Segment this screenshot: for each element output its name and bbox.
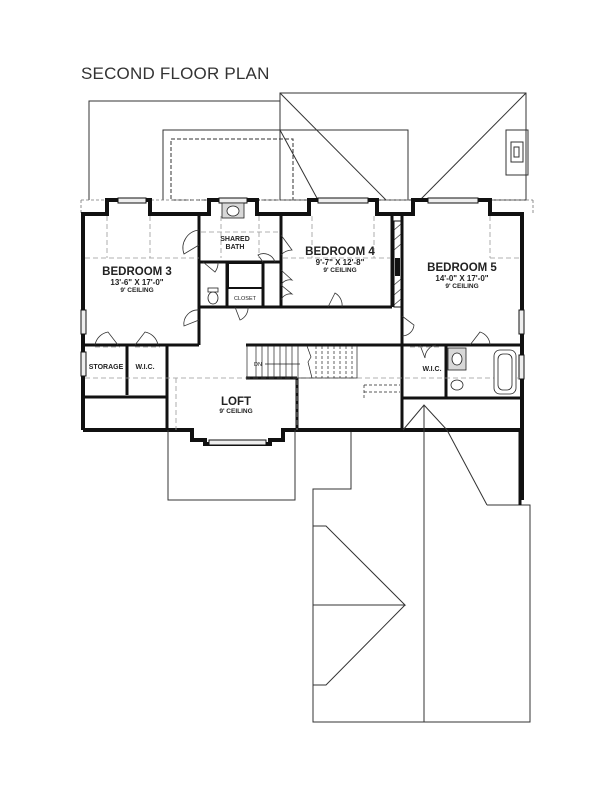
chimney-chase	[393, 220, 402, 308]
bathroom-fixtures	[207, 202, 517, 395]
upper-roof-outlines	[88, 92, 529, 201]
dashed-ceiling-lines	[85, 216, 520, 430]
room-ceiling: 9' CEILING	[445, 283, 479, 290]
room-name-line2: BATH	[225, 244, 245, 251]
room-storage: STORAGE	[88, 364, 124, 371]
room-closet: CLOSET	[233, 296, 257, 302]
room-loft: LOFT 9' CEILING	[219, 396, 252, 416]
room-shared-bath: SHARED BATH	[220, 236, 250, 252]
room-wic-right: W.I.C.	[422, 366, 442, 373]
plan-title: SECOND FLOOR PLAN	[81, 64, 270, 83]
room-name: LOFT	[220, 396, 252, 408]
room-name-line1: SHARED	[220, 236, 250, 243]
room-name: BEDROOM 5	[427, 262, 497, 274]
room-bedroom-4: BEDROOM 4 9'-7" X 12'-8" 9' CEILING	[305, 246, 375, 275]
room-dimensions: 14'-0" X 17'-0"	[435, 274, 489, 283]
dashed-overhang	[170, 138, 294, 201]
room-dimensions: 13'-6" X 17'-0"	[110, 278, 164, 287]
room-ceiling: 9' CEILING	[323, 267, 357, 274]
room-bedroom-5: BEDROOM 5 14'-0" X 17'-0" 9' CEILING	[427, 262, 497, 291]
room-ceiling: 9' CEILING	[219, 408, 253, 415]
door-swings	[94, 229, 491, 359]
room-wic-left: W.I.C.	[135, 364, 155, 371]
stair-direction-label: DN	[254, 362, 262, 368]
staircase	[246, 345, 400, 398]
room-bedroom-3: BEDROOM 3 13'-6" X 17'-0" 9' CEILING	[102, 266, 172, 295]
room-name: BEDROOM 4	[305, 246, 375, 258]
lower-roof-outlines	[167, 404, 531, 723]
windows	[80, 197, 525, 446]
interior-walls	[83, 214, 522, 430]
room-name: BEDROOM 3	[102, 266, 172, 278]
room-dimensions: 9'-7" X 12'-8"	[315, 258, 365, 267]
room-ceiling: 9' CEILING	[120, 287, 154, 294]
